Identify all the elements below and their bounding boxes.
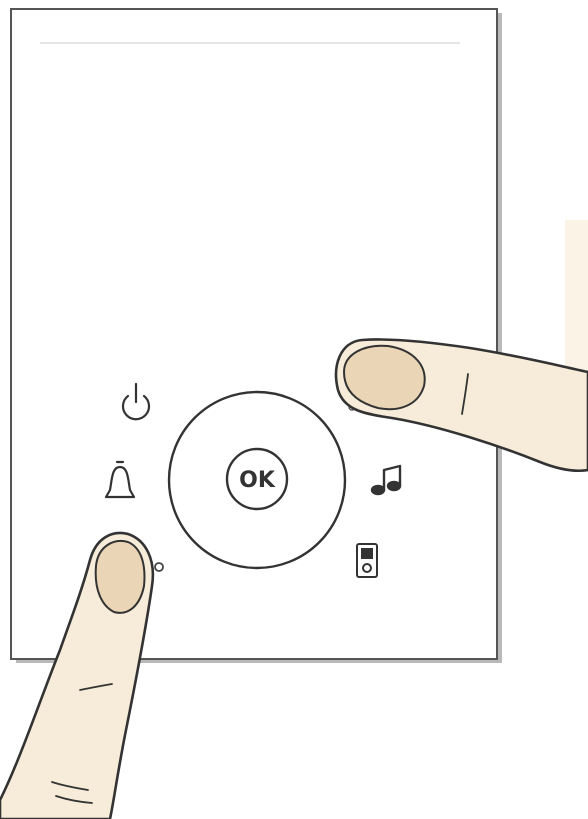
ok-label: OK [239, 468, 276, 493]
device-panel [11, 9, 502, 663]
left-fingernail [96, 541, 145, 613]
ok-button[interactable]: OK [227, 449, 287, 509]
